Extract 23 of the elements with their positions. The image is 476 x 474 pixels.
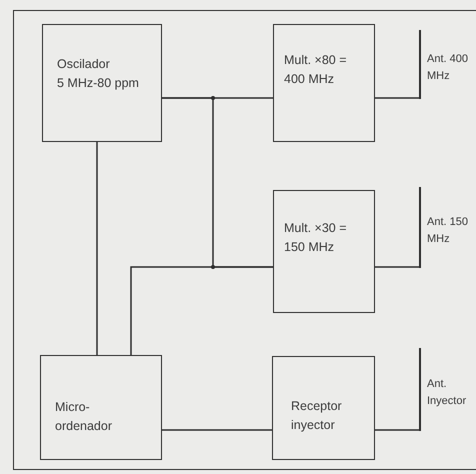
- block-box: [272, 356, 375, 460]
- connector-line: [130, 266, 273, 355]
- block-box: [42, 24, 162, 142]
- antenna-label: Ant. Inyector: [427, 376, 468, 408]
- block-box: [273, 24, 375, 142]
- antenna-line: [419, 187, 421, 268]
- antenna-label: Ant. 400 MHz: [427, 52, 469, 84]
- block-label: Mult. ×80 = 400 MHz: [283, 52, 348, 88]
- block-label: 5 MHz-80 ppm: [56, 75, 140, 92]
- antenna-label: Ant. 150 MHz: [427, 214, 469, 246]
- block-box: [273, 190, 375, 313]
- connector-line: [375, 429, 419, 431]
- block-label: Mult. ×30 = 150 MHz: [283, 220, 348, 256]
- block-label: Receptor inyector: [290, 398, 343, 434]
- connector-line: [375, 97, 419, 99]
- connector-line: [162, 429, 272, 431]
- antenna-line: [419, 348, 421, 431]
- block-label: Micro- ordenador: [54, 399, 113, 435]
- connector-line: [96, 142, 98, 355]
- block-label: Oscilador: [56, 56, 111, 73]
- block-box: [40, 355, 162, 460]
- antenna-line: [419, 30, 421, 99]
- connector-line: [375, 266, 419, 268]
